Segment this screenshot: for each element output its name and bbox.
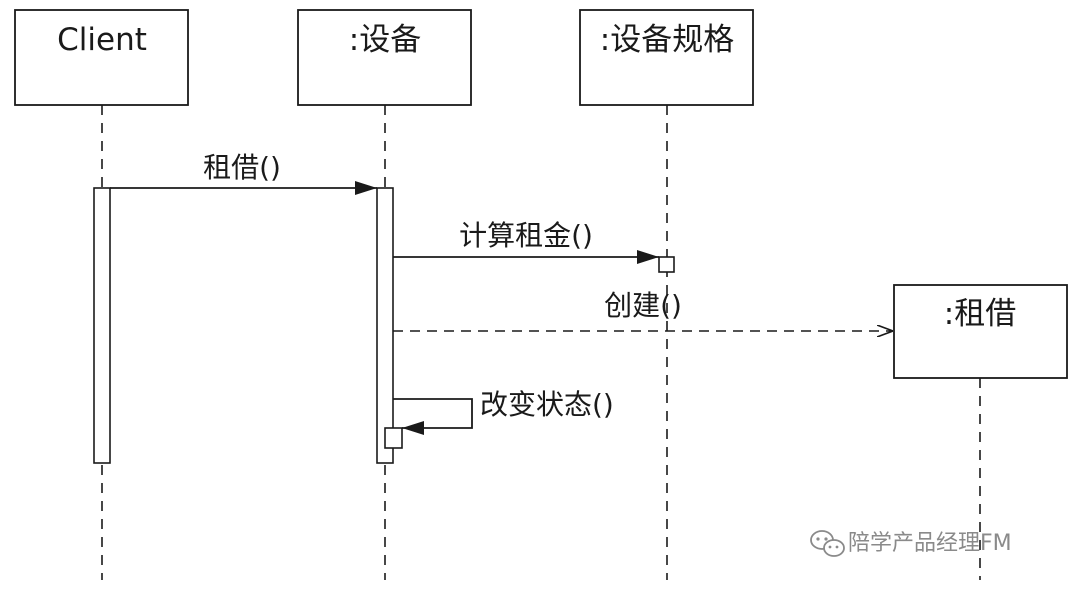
object-spec-label: :设备规格 (600, 22, 734, 58)
object-client: Client (14, 9, 189, 106)
activation-device-self (384, 427, 403, 449)
object-spec: :设备规格 (579, 9, 754, 106)
object-rental: :租借 (893, 284, 1068, 379)
watermark: 陪学产品经理FM (810, 530, 1012, 557)
activation-spec (658, 256, 675, 273)
message-calc-rent-label: 计算租金() (459, 219, 593, 252)
message-rent-label: 租借() (203, 151, 281, 184)
message-change-state-label: 改变状态() (480, 388, 614, 421)
activation-client (93, 187, 111, 464)
wechat-icon (810, 530, 845, 557)
message-create-label: 创建() (604, 289, 682, 322)
message-change-state-arrow (393, 398, 473, 435)
object-rental-label: :租借 (944, 296, 1016, 332)
watermark-text: 陪学产品经理FM (848, 531, 1012, 556)
object-client-label: Client (57, 22, 147, 58)
object-device: :设备 (297, 9, 472, 106)
object-device-label: :设备 (349, 22, 421, 58)
activation-device (376, 187, 394, 464)
